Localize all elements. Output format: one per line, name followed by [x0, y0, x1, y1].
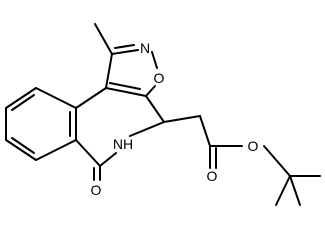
bond-c5-c4 — [105, 87, 147, 97]
ring-nitrogen-label: N — [140, 40, 150, 56]
bond-c4-c3 — [105, 53, 113, 89]
bond-c8-nh — [129, 121, 165, 137]
bond-ar3-ar4-double — [11, 137, 35, 154]
bond-ar5-ar6 — [5, 87, 37, 109]
bond-c5-c8 — [145, 95, 165, 123]
bond-c3-n — [111, 49, 139, 55]
bond-ar5-ar6-double — [11, 94, 35, 111]
bond-ar6-ar1 — [35, 87, 77, 109]
bond-tbu-me3 — [289, 175, 301, 206]
bond-ch2-cester — [199, 115, 211, 147]
structure-canvas: N O NH O O O — [5, 23, 321, 206]
bond-c8-ch2 — [163, 115, 201, 123]
bond-nh-c6 — [99, 152, 117, 167]
ester-carbonyl-oxygen-label: O — [207, 168, 218, 184]
bond-ar2-ar3 — [35, 139, 77, 161]
bond-c4-ar1 — [75, 87, 107, 109]
bond-c6-ar2 — [75, 139, 101, 167]
ring-oxygen-label: O — [154, 70, 165, 86]
bond-o-c5 — [145, 85, 156, 97]
ester-oxygen-label: O — [248, 138, 259, 154]
bond-oester-ctbu — [263, 145, 291, 177]
bond-ar3-ar4 — [5, 139, 37, 161]
bond-tbu-me1 — [275, 175, 291, 206]
amide-nh-label: NH — [113, 136, 133, 152]
amide-oxygen-label: O — [91, 182, 102, 198]
bond-n-o — [151, 51, 158, 69]
molecule-drawing: N O NH O O O — [5, 23, 321, 206]
bond-c3-n-double — [114, 44, 135, 49]
bond-c5-c4-double — [109, 82, 141, 90]
bond-methyl — [94, 23, 113, 55]
